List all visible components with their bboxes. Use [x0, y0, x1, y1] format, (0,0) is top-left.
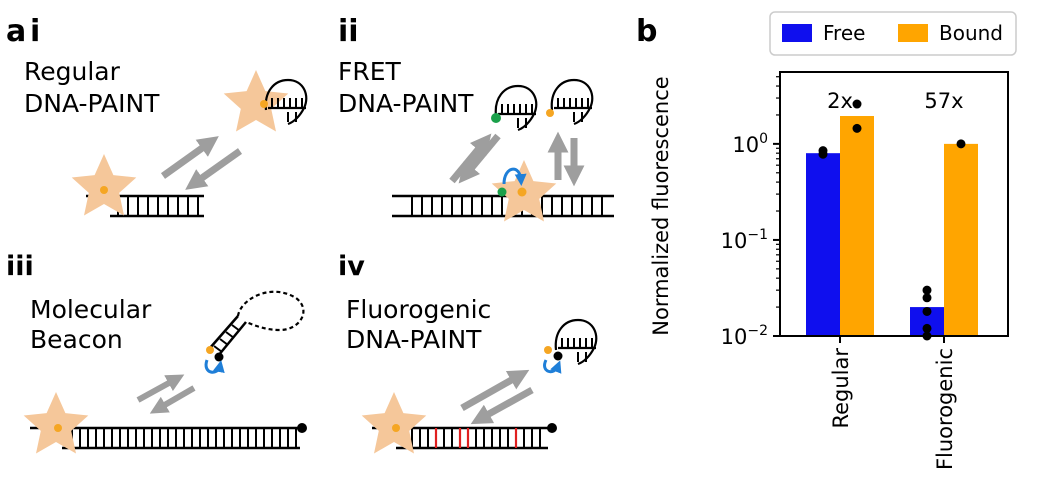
docking-strand — [392, 194, 614, 218]
fluorogenic-imager-icon — [543, 318, 598, 374]
plot-frame — [779, 71, 1009, 337]
legend-label-free: Free — [823, 21, 865, 45]
bars — [806, 116, 978, 337]
bar-bound-regular — [840, 116, 874, 337]
target-strand — [30, 423, 307, 450]
unbinding-arrow-icon — [458, 133, 501, 184]
subpanel-iii-label: iii — [6, 251, 34, 282]
acceptor-dye-icon — [517, 187, 527, 197]
quencher-icon — [297, 423, 307, 433]
imager-strand-icon — [550, 78, 594, 126]
subpanel-ii-title-line1: FRET — [338, 57, 402, 86]
y-tick-label: 100 — [732, 131, 768, 157]
unbinding-arrow-icon — [149, 385, 196, 414]
fret-transfer-arrow-icon — [502, 167, 527, 186]
bound-dye-star-icon — [71, 154, 137, 216]
dye-icon — [260, 100, 268, 108]
data-point — [922, 293, 932, 303]
y-ticks: 100 10−1 10−2 — [721, 76, 780, 349]
fold-change-fluorogenic: 57x — [924, 89, 963, 113]
bar-bound-fluorogenic — [944, 143, 978, 336]
x-tick-label-fluorogenic: Fluorogenic — [933, 348, 957, 470]
panel-a-label: a — [6, 14, 26, 49]
dye-icon — [100, 186, 108, 194]
bar-free-regular — [806, 153, 840, 336]
subpanel-iv-title-line1: Fluorogenic — [346, 295, 491, 324]
subpanel-iii-title-line1: Molecular — [30, 295, 152, 324]
subpanel-i-title-line1: Regular — [24, 57, 121, 86]
subpanel-i-title-line2: DNA-PAINT — [24, 89, 160, 118]
binding-arrow-icon — [136, 374, 185, 403]
legend: Free Bound — [769, 11, 1017, 56]
data-point — [922, 285, 932, 295]
dye-icon — [546, 109, 554, 117]
data-points — [818, 99, 966, 341]
dye-icon — [54, 424, 62, 432]
panel-a: a i Regular DNA-PAINT — [6, 14, 614, 454]
subpanel-iv: iv Fluorogenic DNA-PAINT — [338, 251, 598, 454]
x-ticks: Regular Fluorogenic — [829, 336, 957, 470]
data-point — [852, 99, 862, 109]
fold-change-regular: 2x — [827, 89, 853, 113]
legend-box — [769, 11, 1017, 56]
subpanel-i-label: i — [30, 14, 40, 49]
data-point — [922, 323, 932, 333]
subpanel-iii: iii Molecular Beacon — [6, 251, 307, 454]
legend-swatch-free — [782, 24, 812, 42]
binding-arrow-icon — [460, 369, 530, 412]
subpanel-i: i Regular DNA-PAINT — [24, 14, 308, 218]
quencher-icon — [547, 423, 557, 433]
panel-b-label: b — [636, 14, 657, 49]
dye-icon — [392, 424, 400, 432]
panel-b: b Free Bound 100 10−1 10−2 Regular Fluoroge… — [636, 11, 1017, 470]
subpanel-iv-label: iv — [338, 251, 365, 282]
subpanel-ii-title-line2: DNA-PAINT — [338, 89, 474, 118]
y-tick-label: 10−1 — [721, 227, 768, 253]
subpanel-iv-title-line2: DNA-PAINT — [346, 325, 482, 354]
unbinding-arrow-icon — [470, 386, 534, 425]
subpanel-iii-title-line2: Beacon — [30, 325, 123, 354]
molecular-beacon-icon — [204, 290, 305, 374]
subpanel-ii: ii FRET DNA-PAINT — [338, 14, 614, 222]
y-axis-title: Normalized fluorescence — [649, 76, 673, 335]
data-point — [956, 139, 966, 149]
data-point — [922, 306, 932, 316]
donor-dye-icon — [491, 113, 501, 123]
binding-arrow-icon — [449, 133, 492, 184]
legend-swatch-bound — [898, 24, 928, 42]
donor-dye-icon — [497, 187, 507, 197]
subpanel-ii-label: ii — [338, 14, 359, 49]
binding-arrow-icon — [160, 136, 219, 179]
unbinding-arrow-icon — [185, 148, 243, 190]
mismatch-marks — [434, 428, 518, 448]
data-point — [818, 146, 828, 156]
legend-label-bound: Bound — [939, 21, 1003, 45]
imager-strand-icon — [494, 84, 538, 132]
data-point — [852, 123, 862, 133]
y-tick-label: 10−2 — [721, 323, 768, 349]
bound-imager-star-icon — [361, 392, 427, 454]
x-tick-label-regular: Regular — [829, 348, 853, 429]
bound-beacon-star-icon — [23, 392, 89, 454]
